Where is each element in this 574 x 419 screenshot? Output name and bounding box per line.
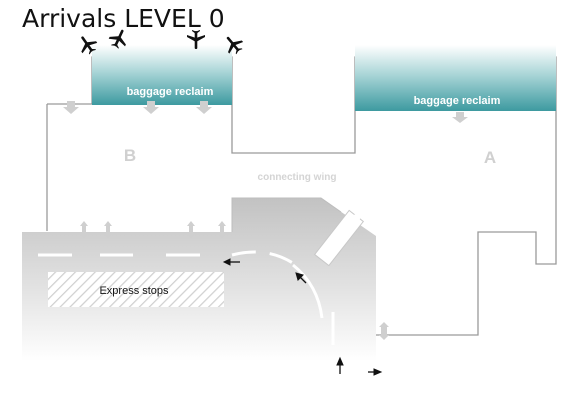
connecting-wing-label: connecting wing: [258, 172, 337, 183]
lane-curve: [231, 250, 301, 270]
baggage-label-left: baggage reclaim: [127, 86, 214, 98]
baggage-band-left: [92, 45, 232, 105]
walkway-arrows: [63, 101, 468, 340]
express-stops-label: Express stops: [99, 285, 169, 297]
airplane-icon: [187, 30, 205, 49]
express-stops-area: [48, 272, 224, 307]
airplane-icon: [81, 36, 98, 55]
traffic-arrows: [222, 258, 383, 376]
baggage-band-right: [355, 45, 556, 111]
zone-b-label: B: [124, 146, 136, 165]
building-corner: [231, 197, 342, 232]
lane-curve-2: [292, 263, 324, 319]
map-title: Arrivals LEVEL 0: [22, 4, 225, 33]
airplane-icon: [226, 36, 244, 55]
zone-a-label: A: [484, 148, 496, 167]
baggage-label-right: baggage reclaim: [414, 95, 501, 107]
connector-arrow: [345, 212, 362, 229]
airplane-icon: [108, 29, 126, 49]
